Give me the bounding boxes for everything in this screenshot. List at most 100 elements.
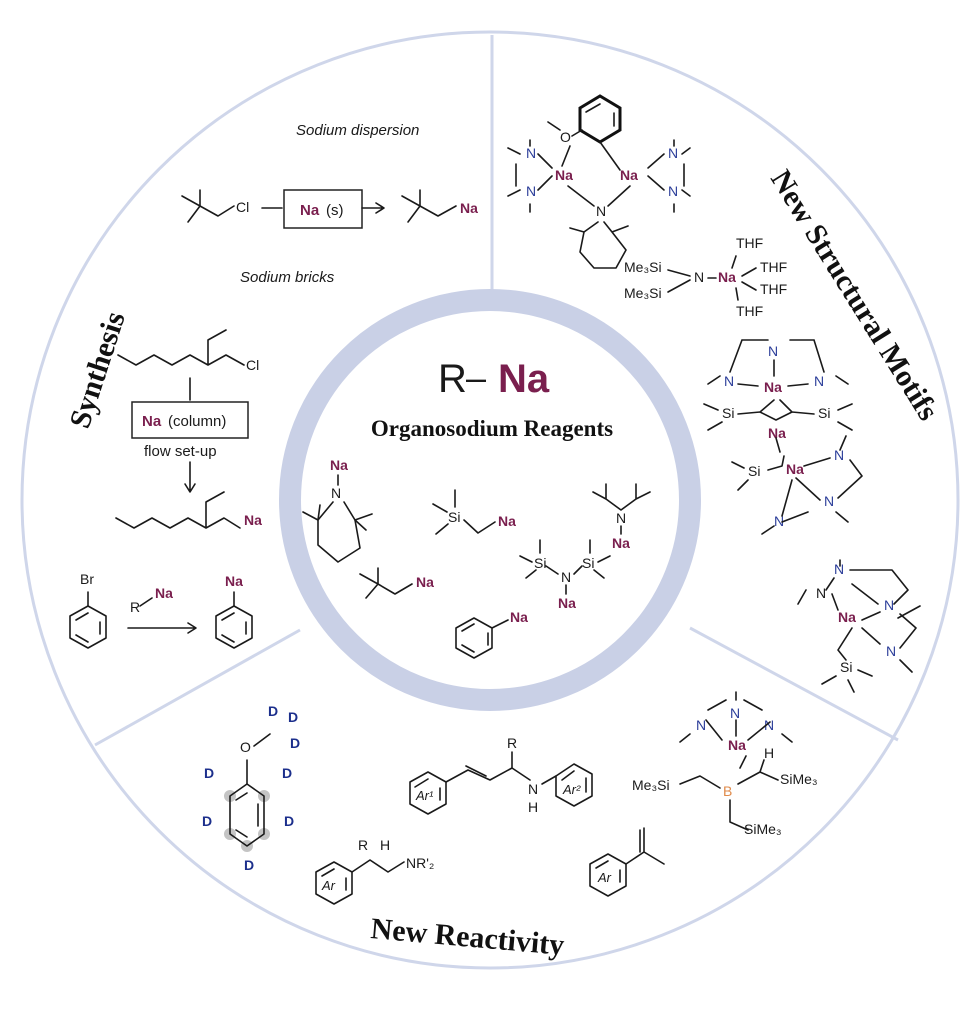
neopentyl-sodium-center: Na <box>359 567 434 599</box>
me3si-label: Me₃Si <box>624 259 662 275</box>
d-label: D <box>288 709 298 725</box>
divider-left <box>94 628 301 747</box>
na-label: Na <box>155 585 173 601</box>
thf-label: THF <box>736 303 763 319</box>
section-structural-title: New Structural Motifs <box>764 164 945 426</box>
na-label: Na <box>728 737 746 753</box>
flow-setup-label: flow set-up <box>144 443 217 460</box>
me3si-label: Me₃Si <box>632 777 670 793</box>
na-label: Na <box>786 461 804 477</box>
center-na: Na <box>498 357 550 401</box>
si-label: Si <box>818 405 830 421</box>
dispersion-label: Sodium dispersion <box>296 122 419 139</box>
h-label: H <box>528 799 538 815</box>
si-label: Si <box>448 509 460 525</box>
na-label: Na <box>838 609 856 625</box>
n-label: N <box>774 513 784 529</box>
na-label: Na <box>718 269 736 285</box>
n-label: N <box>834 447 844 463</box>
arrow-flow <box>184 461 196 493</box>
si-label: Si <box>534 555 546 571</box>
na-label: Na <box>555 167 573 183</box>
n-label: N <box>596 203 606 219</box>
sime3-label: SiMe₃ <box>780 771 818 787</box>
cl-label: Cl <box>246 357 259 373</box>
n-label: N <box>616 510 626 526</box>
sime3-label: SiMe₃ <box>744 821 782 837</box>
ethylhexyl-sodium-structure: Na <box>115 491 262 529</box>
thf-label: THF <box>760 281 787 297</box>
d-label: D <box>244 857 254 873</box>
na-label: Na <box>558 595 576 611</box>
deuterated-anisole-structure: O D D D D D D D D <box>202 703 300 873</box>
h-label: H <box>380 837 390 853</box>
o-label: O <box>240 739 251 755</box>
d-label: D <box>202 813 212 829</box>
br-label: Br <box>80 571 94 587</box>
d-label: D <box>282 765 292 781</box>
n-label: N <box>561 569 571 585</box>
na-label: Na <box>244 512 262 528</box>
n-label: N <box>526 183 536 199</box>
si-label: Si <box>582 555 594 571</box>
ar-label: Ar <box>597 870 612 885</box>
isopropenyl-arene-structure: Ar <box>589 827 665 897</box>
n-label: N <box>886 643 896 659</box>
center-title: Organosodium Reagents <box>371 416 613 441</box>
boron-label: B <box>723 783 732 799</box>
na-s-box <box>283 189 363 229</box>
me3si-label: Me₃Si <box>624 285 662 301</box>
n-label: N <box>526 145 536 161</box>
h-label: H <box>764 745 774 761</box>
na-column-box <box>131 401 249 439</box>
thf-label: THF <box>736 235 763 251</box>
pmdeta-dimer-structure: N N N Na Si Si Na Si Na N N N <box>703 339 863 535</box>
neopentyl-sodium-product: Na <box>401 189 478 223</box>
center-ring <box>279 289 701 711</box>
cl-label: Cl <box>236 199 249 215</box>
n-label: N <box>528 781 538 797</box>
n-label: N <box>768 343 778 359</box>
allylic-amine-structure: Ar¹ R N H Ar² <box>409 735 593 815</box>
d-label: D <box>204 765 214 781</box>
ethylhexyl-chloride-structure: Cl <box>117 329 259 373</box>
ar2-label: Ar² <box>562 782 581 797</box>
n-label: N <box>331 485 341 501</box>
neopentyl-chloride-structure: Cl <box>181 189 249 223</box>
center-r: R <box>438 357 467 401</box>
na-label: Na <box>498 513 516 529</box>
lda-structure: N Na <box>592 483 651 551</box>
tmp-sodium-structure: Na N <box>302 457 373 563</box>
na-label: Na <box>330 457 348 473</box>
phenyl-sodium-product: Na <box>215 573 253 649</box>
bricks-label: Sodium bricks <box>240 269 335 286</box>
section-synthesis-title: Synthesis <box>63 308 131 432</box>
nahmds-structure: Si Si N Na <box>519 539 611 611</box>
divider-right <box>689 626 899 742</box>
bromobenzene-structure: Br <box>69 571 107 649</box>
phenyl-sodium-center: Na <box>455 609 528 659</box>
si-label: Si <box>722 405 734 421</box>
thf-label: THF <box>760 259 787 275</box>
n-label: N <box>668 183 678 199</box>
n-label: N <box>884 597 894 613</box>
nr2-label: NR'₂ <box>406 855 434 871</box>
na-label: Na <box>612 535 630 551</box>
r-label: R <box>358 837 368 853</box>
o-label: O <box>560 129 571 145</box>
n-label: N <box>816 585 826 601</box>
me6tren-sodium-structure: N N Na N N Si <box>797 559 921 693</box>
column-na: Na <box>142 413 162 430</box>
n-label: N <box>764 717 774 733</box>
n-label: N <box>730 705 740 721</box>
na-s-rest: (s) <box>326 202 344 219</box>
na-label: Na <box>768 425 786 441</box>
outer-ring <box>20 30 960 970</box>
phenethylamine-structure: Ar R H NR'₂ <box>315 837 434 905</box>
sodium-borate-structure: N N N Na H Me₃Si B SiMe₃ SiMe₃ <box>632 691 818 837</box>
na-label: Na <box>225 573 243 589</box>
ar1-label: Ar¹ <box>415 788 434 803</box>
d-label: D <box>290 735 300 751</box>
si-label: Si <box>840 659 852 675</box>
ar-label: Ar <box>321 878 336 893</box>
